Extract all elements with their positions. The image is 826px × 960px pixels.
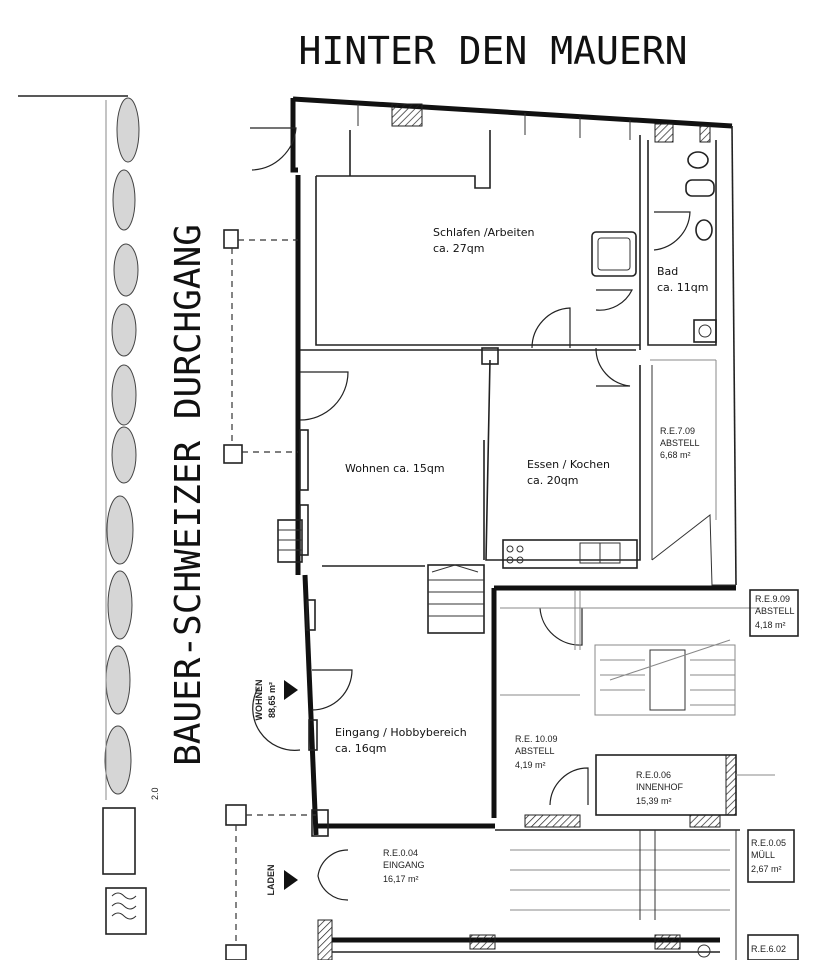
tag-re005-area: 2,67 m² [751, 864, 782, 874]
terrace-dashes [223, 229, 316, 960]
bathroom-fixtures [591, 151, 717, 343]
entry-steps [277, 519, 303, 563]
laden-label: LADEN [266, 865, 276, 896]
room-schlafen-area: ca. 27qm [433, 242, 484, 255]
tag-re004-name: EINGANG [383, 860, 425, 870]
tag-re006-code: R.E.0.06 [636, 770, 671, 780]
tag-re1009-code: R.E. 10.09 [515, 734, 558, 744]
tag-re709-area: 6,68 m² [660, 450, 691, 460]
tag-box-re602 [747, 934, 799, 960]
tree-row [18, 95, 147, 935]
room-bad-area: ca. 11qm [657, 281, 708, 294]
tag-box-re005 [747, 829, 795, 883]
staircase [427, 564, 485, 634]
tag-re709-code: R.E.7.09 [660, 426, 695, 436]
tag-re005-name: MÜLL [751, 850, 775, 860]
tag-re909-code: R.E.9.09 [755, 594, 790, 604]
room-schlafen-name: Schlafen /Arbeiten [433, 226, 535, 239]
street-label-top: HINTER DEN MAUERN [299, 29, 688, 73]
tag-re004-area: 16,17 m² [383, 874, 419, 884]
room-essen-area: ca. 20qm [527, 474, 578, 487]
street-label-left: BAUER-SCHWEIZER DURCHGANG [168, 224, 209, 766]
neighbouring-building [317, 359, 775, 960]
room-wohnen-name: Wohnen ca. 15qm [345, 462, 445, 475]
tag-re004-code: R.E.0.04 [383, 848, 418, 858]
apartment-walls [277, 96, 737, 837]
tag-re005-code: R.E.0.05 [751, 838, 786, 848]
tag-re602-code: R.E.6.02 [751, 944, 786, 954]
apartment-arrow-icon [284, 680, 298, 700]
tag-re909-area: 4,18 m² [755, 620, 786, 630]
room-bad-name: Bad [657, 265, 678, 278]
apartment-tag-line1: WOHNEN [254, 680, 264, 721]
tag-re006-name: INNENHOF [636, 782, 684, 792]
room-essen-name: Essen / Kochen [527, 458, 610, 471]
tag-box-re909 [749, 589, 799, 637]
tag-re709-name: ABSTELL [660, 438, 700, 448]
apartment-tag-line2: 88,65 m² [267, 682, 277, 718]
scale-mark: 2.0 [150, 787, 160, 800]
room-eingang-area: ca. 16qm [335, 742, 386, 755]
doors [250, 127, 691, 901]
apartment-area-tag: WOHNEN 88,65 m² [254, 680, 298, 721]
tag-re1009-area: 4,19 m² [515, 760, 546, 770]
laden-arrow-icon [284, 870, 298, 890]
tag-re909-name: ABSTELL [755, 606, 795, 616]
room-eingang-name: Eingang / Hobbybereich [335, 726, 467, 739]
tag-re006-area: 15,39 m² [636, 796, 672, 806]
tag-re1009-name: ABSTELL [515, 746, 555, 756]
